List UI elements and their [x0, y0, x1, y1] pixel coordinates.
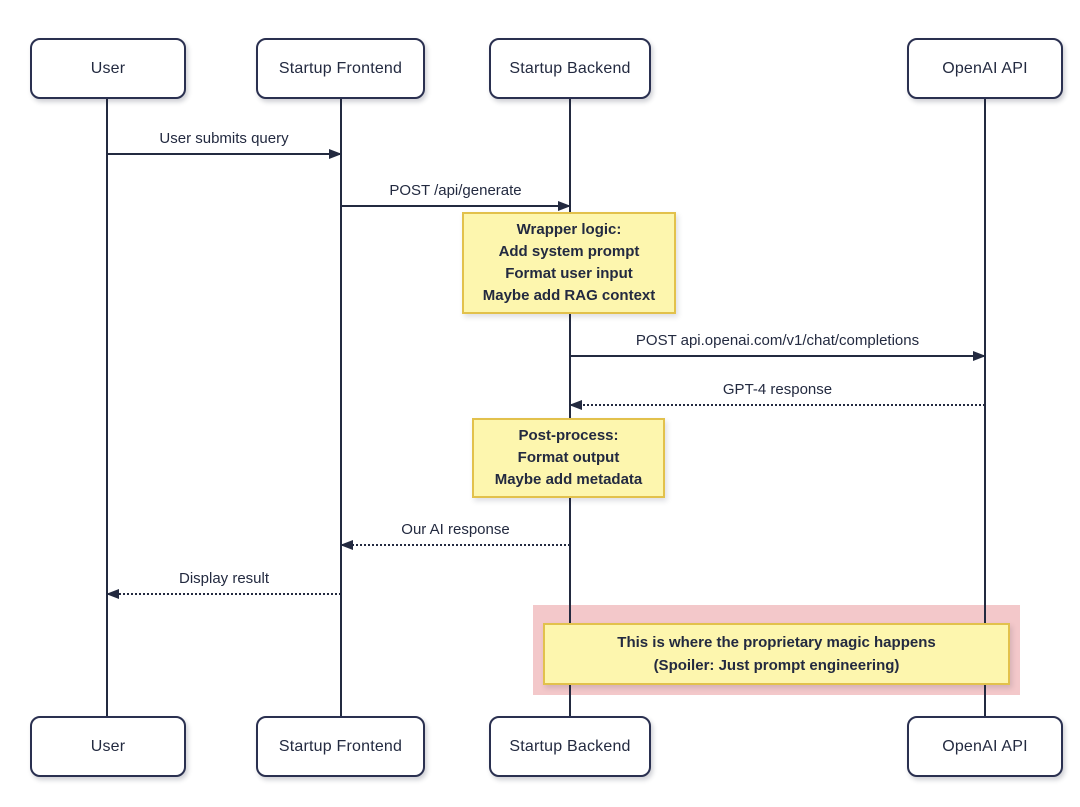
arrowhead-right-icon [329, 149, 342, 159]
note-line: Add system prompt [498, 243, 640, 260]
actor-top-openai-api: OpenAI API [907, 38, 1063, 99]
arrowhead-left-icon [106, 589, 119, 599]
message-our-ai-response: Our AI response [340, 518, 570, 550]
actor-label: Startup Backend [509, 59, 631, 77]
message-user-submits-query: User submits query [107, 127, 342, 159]
actor-top-startup-frontend: Startup Frontend [256, 38, 425, 99]
note-line: Maybe add RAG context [482, 287, 656, 304]
actor-label: User [90, 59, 126, 77]
message-line-solid [341, 205, 570, 207]
message-display-result: Display result [106, 567, 341, 599]
actor-label: Startup Backend [509, 737, 631, 755]
lifeline-user [106, 98, 108, 716]
message-label: Display result [178, 570, 270, 587]
arrowhead-right-icon [558, 201, 571, 211]
actor-label: Startup Frontend [278, 59, 403, 77]
actor-label: Startup Frontend [278, 737, 403, 755]
actor-label: OpenAI API [942, 737, 1028, 755]
actor-bottom-startup-frontend: Startup Frontend [256, 716, 425, 777]
note-line: Post-process: [518, 427, 619, 444]
actor-label: OpenAI API [942, 59, 1028, 77]
lifeline-startup-frontend [340, 98, 342, 716]
note-wrapper-logic: Wrapper logic: Add system prompt Format … [462, 212, 676, 314]
message-gpt4-response: GPT-4 response [569, 378, 985, 410]
note-line: (Spoiler: Just prompt engineering) [653, 657, 900, 674]
message-line-solid [570, 355, 985, 357]
message-line-dotted [570, 404, 985, 406]
message-post-openai-completions: POST api.openai.com/v1/chat/completions [570, 329, 986, 361]
actor-bottom-openai-api: OpenAI API [907, 716, 1063, 777]
message-label: POST /api/generate [389, 182, 522, 199]
message-line-dotted [107, 593, 341, 595]
message-line-solid [107, 153, 341, 155]
lifeline-openai-api [984, 98, 986, 716]
actor-bottom-startup-backend: Startup Backend [489, 716, 651, 777]
actor-bottom-user: User [30, 716, 186, 777]
actor-top-startup-backend: Startup Backend [489, 38, 651, 99]
arrowhead-left-icon [569, 400, 582, 410]
note-line: Maybe add metadata [494, 471, 643, 488]
note-line: Format user input [505, 265, 633, 282]
actor-label: User [90, 737, 126, 755]
note-line: Format output [517, 449, 620, 466]
message-post-api-generate: POST /api/generate [341, 179, 571, 211]
message-label: POST api.openai.com/v1/chat/completions [635, 332, 920, 349]
message-line-dotted [341, 544, 570, 546]
message-label: Our AI response [401, 521, 510, 538]
message-label: GPT-4 response [722, 381, 833, 398]
arrowhead-right-icon [973, 351, 986, 361]
note-line: Wrapper logic: [516, 221, 622, 238]
actor-top-user: User [30, 38, 186, 99]
message-label: User submits query [159, 130, 289, 147]
note-post-process: Post-process: Format output Maybe add me… [472, 418, 665, 498]
note-proprietary-magic: This is where the proprietary magic happ… [543, 623, 1010, 685]
arrowhead-left-icon [340, 540, 353, 550]
note-line: This is where the proprietary magic happ… [617, 634, 936, 651]
